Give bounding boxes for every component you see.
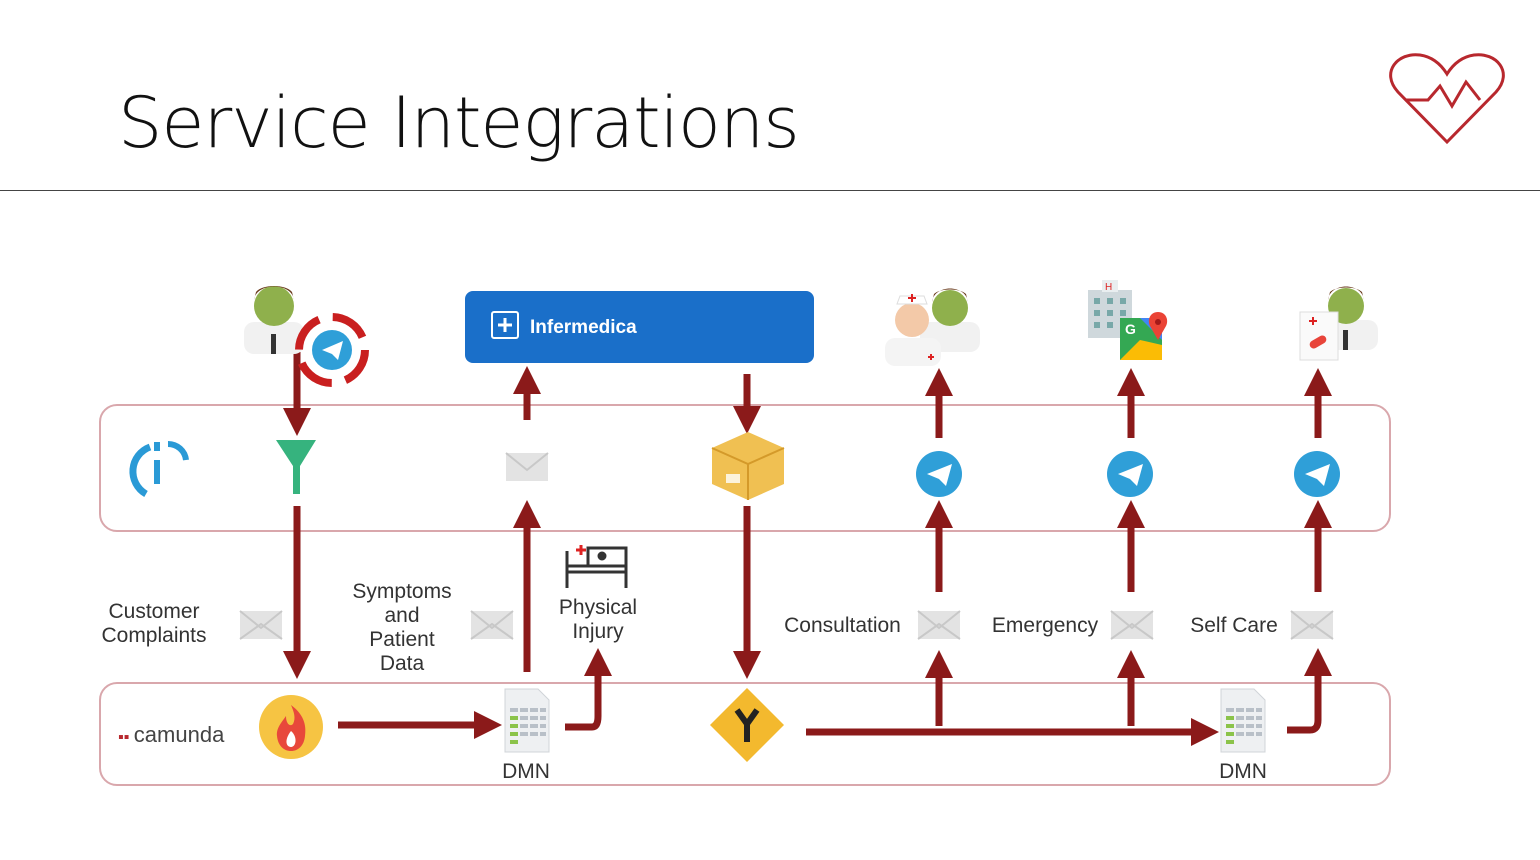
process-engine-lane	[99, 682, 1391, 786]
label-emergency: Emergency	[991, 614, 1099, 637]
filter-funnel-icon	[276, 440, 316, 494]
nurse-doctor-icon	[885, 288, 980, 366]
package-box-icon	[711, 432, 785, 500]
telegram-sync-icon	[295, 313, 369, 387]
page-title: Service Integrations	[118, 82, 800, 164]
fire-start-event-icon	[259, 695, 323, 759]
arrow-branch-self-care	[1287, 648, 1332, 734]
label-dmn-right: DMN	[1219, 760, 1267, 783]
camunda-mark-icon: ▪▪	[118, 729, 134, 746]
label-self-care: Self Care	[1190, 614, 1278, 637]
envelope-icon	[917, 610, 961, 640]
doctor-prescription-icon	[1299, 286, 1378, 361]
dmn-document-icon	[1220, 688, 1266, 753]
title-divider	[0, 190, 1540, 191]
hospital-map-icon: H G	[1088, 280, 1168, 360]
gateway-diamond-icon	[710, 688, 784, 762]
label-dmn-left: DMN	[502, 760, 550, 783]
svg-text:H: H	[1105, 282, 1112, 293]
arrow-dmn-to-physical-injury	[565, 648, 612, 731]
hospital-bed-icon	[565, 545, 628, 588]
telegram-icon	[916, 451, 962, 497]
messenger-service-logo-icon	[129, 440, 189, 498]
camunda-label: camunda	[133, 722, 225, 747]
envelope-icon	[239, 610, 283, 640]
plus-icon	[491, 311, 519, 339]
infermedica-label: Infermedica	[530, 317, 637, 338]
telegram-icon	[1107, 451, 1153, 497]
telegram-icon	[1294, 451, 1340, 497]
flow-arrows	[283, 352, 1332, 746]
envelope-icon	[1290, 610, 1334, 640]
envelope-icon	[470, 610, 514, 640]
envelope-icon	[505, 452, 549, 481]
user-avatar-icon	[244, 286, 304, 354]
label-consultation: Consultation	[784, 614, 901, 637]
dmn-document-icon	[504, 688, 550, 753]
infermedica-service[interactable]: Infermedica	[465, 291, 814, 363]
envelope-icon	[1110, 610, 1154, 640]
camunda-logo: ▪▪ camunda	[118, 722, 224, 748]
svg-text:G: G	[1125, 321, 1136, 337]
